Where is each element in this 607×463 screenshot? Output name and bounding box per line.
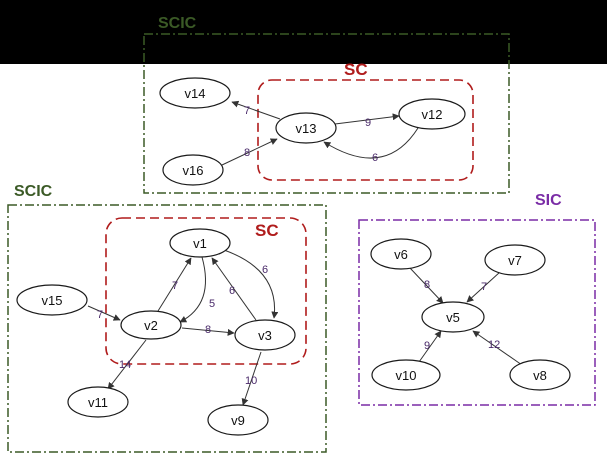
node-v2-label: v2 (144, 318, 158, 333)
node-v5-shape (421, 301, 485, 333)
edge-v15-v2 (87, 305, 121, 321)
scic-left-label: SCIC (14, 183, 53, 200)
edge-v2-v1 (157, 257, 192, 312)
weight-v16-v13: 8 (244, 147, 250, 159)
weight-v2-v3: 8 (205, 324, 211, 336)
node-v11-shape (67, 386, 129, 418)
edge-v1-v2 (179, 256, 206, 323)
edge-v12-v13 (323, 127, 419, 159)
node-v3-shape (234, 319, 296, 351)
edge-v13-v14 (231, 100, 281, 120)
node-v11: v11 (67, 386, 129, 418)
edge-v2-v11 (107, 339, 147, 390)
edge-v2-v3 (181, 327, 235, 336)
node-v6-shape (370, 238, 432, 270)
edge-v7-v5 (466, 271, 501, 303)
node-v1-shape (169, 228, 231, 258)
node-v12: v12 (398, 98, 466, 130)
sc-top-box (257, 79, 474, 181)
weight-v13-v12: 9 (365, 117, 371, 129)
node-v6-label: v6 (394, 247, 408, 262)
edge-v3-v9 (241, 351, 262, 406)
node-v12-shape (398, 98, 466, 130)
sic-right-label: SIC (535, 192, 562, 209)
node-v8-label: v8 (533, 368, 547, 383)
weight-v3-v9: 10 (245, 375, 257, 387)
node-v7-shape (484, 244, 546, 276)
node-v2: v2 (120, 310, 182, 340)
node-v7-label: v7 (508, 253, 522, 268)
weight-v2-v11: 14 (119, 359, 131, 371)
weight-v2-v1: 7 (172, 280, 178, 292)
node-v3-label: v3 (258, 328, 272, 343)
top-banner (0, 0, 607, 64)
edge-v8-v5 (472, 330, 523, 366)
node-v5-label: v5 (446, 310, 460, 325)
node-v13: v13 (275, 112, 337, 144)
scic-top-box (143, 33, 510, 194)
weight-v12-v13: 6 (372, 152, 378, 164)
weight-v7-v5: 7 (481, 281, 487, 293)
weight-v1-v2: 5 (209, 298, 215, 310)
node-v15-label: v15 (42, 293, 63, 308)
sc-left-box (105, 217, 307, 365)
edge-weights: 7 8 9 6 7 7 5 6 6 8 14 10 8 7 9 12 (97, 105, 500, 387)
edges (87, 100, 523, 406)
scic-top-label: SCIC (158, 15, 197, 32)
node-v9: v9 (207, 404, 269, 436)
weight-v8-v5: 12 (488, 339, 500, 351)
scic-left-box (7, 204, 327, 453)
edge-v3-v1 (211, 257, 257, 321)
edge-v6-v5 (409, 267, 444, 304)
node-v14-label: v14 (185, 86, 206, 101)
weight-v10-v5: 9 (424, 340, 430, 352)
sc-left-label: SC (255, 221, 279, 240)
edge-v13-v12 (334, 113, 400, 125)
node-v5: v5 (421, 301, 485, 333)
node-v16-shape (162, 154, 224, 186)
node-v16: v16 (162, 154, 224, 186)
node-v13-shape (275, 112, 337, 144)
node-v10: v10 (371, 359, 441, 391)
node-v10-label: v10 (396, 368, 417, 383)
node-v3: v3 (234, 319, 296, 351)
node-v15: v15 (16, 284, 88, 316)
node-v10-shape (371, 359, 441, 391)
edge-v10-v5 (418, 330, 442, 363)
node-v9-label: v9 (231, 413, 245, 428)
node-v11-label: v11 (88, 395, 108, 410)
node-v15-shape (16, 284, 88, 316)
node-v1-label: v1 (193, 236, 207, 251)
node-v16-label: v16 (183, 163, 204, 178)
weight-v15-v2: 7 (97, 309, 103, 321)
weight-v6-v5: 8 (424, 279, 430, 291)
edge-v16-v13 (221, 138, 278, 166)
weight-v13-v14: 7 (244, 105, 250, 117)
node-v8-shape (509, 359, 571, 391)
sic-right-box (358, 219, 596, 406)
weight-v3-v1: 6 (229, 285, 235, 297)
node-v14: v14 (159, 77, 231, 109)
node-v6: v6 (370, 238, 432, 270)
node-v1: v1 (169, 228, 231, 258)
node-v14-shape (159, 77, 231, 109)
nodes: v14 v16 v13 v12 v1 v15 v2 v3 (16, 77, 571, 436)
edge-v1-v3 (223, 249, 279, 319)
node-v8: v8 (509, 359, 571, 391)
node-v12-label: v12 (422, 107, 443, 122)
node-v13-label: v13 (296, 121, 317, 136)
node-v2-shape (120, 310, 182, 340)
sc-top-label: SC (344, 60, 368, 79)
node-v7: v7 (484, 244, 546, 276)
node-v9-shape (207, 404, 269, 436)
weight-v1-v3: 6 (262, 264, 268, 276)
